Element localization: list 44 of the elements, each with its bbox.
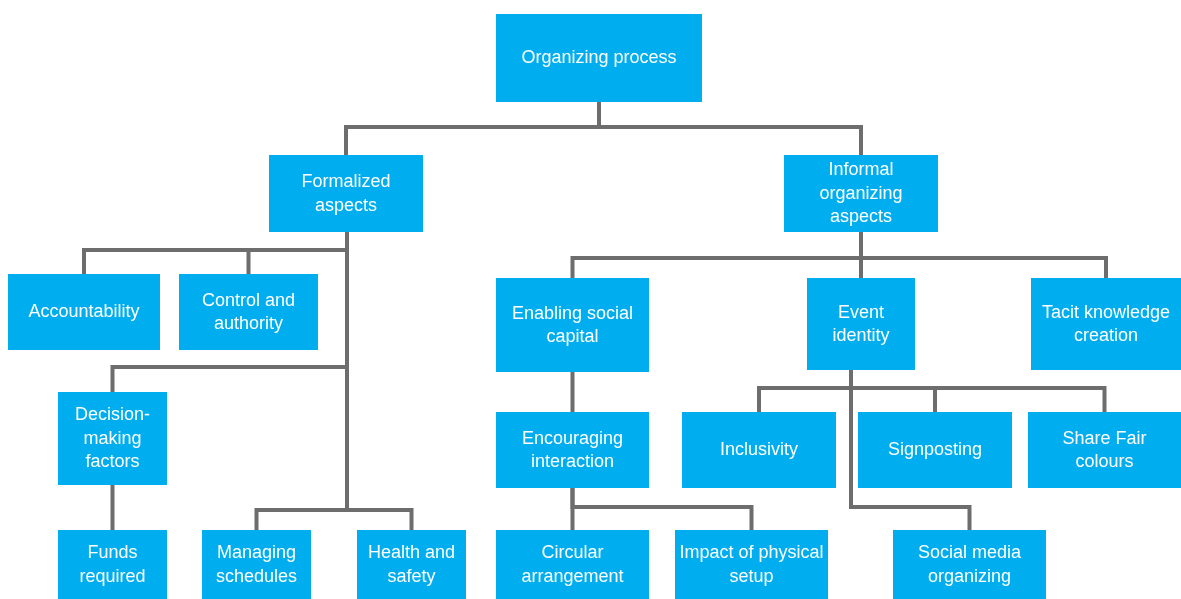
process-box bbox=[1028, 412, 1181, 488]
connector-line bbox=[345, 232, 414, 530]
node-label: Social media organizing bbox=[916, 541, 1023, 588]
connector-line bbox=[110, 485, 115, 530]
node-label: Enabling social capital bbox=[510, 301, 635, 348]
process-box bbox=[1031, 278, 1181, 370]
node-label: Organizing process bbox=[521, 46, 677, 70]
node-label: Accountability bbox=[28, 300, 140, 324]
process-box bbox=[179, 274, 318, 350]
process-box bbox=[202, 530, 311, 599]
node-label: Managing schedules bbox=[214, 541, 299, 588]
process-box bbox=[784, 155, 938, 232]
node-label: Informal organizing aspects bbox=[818, 158, 904, 229]
node-label: Event identity bbox=[831, 300, 891, 347]
node-label: Signposting bbox=[887, 438, 983, 462]
node-label: Inclusivity bbox=[720, 438, 798, 462]
node-label: Health and safety bbox=[366, 541, 457, 588]
process-box bbox=[496, 14, 702, 102]
connector-line bbox=[859, 232, 1108, 278]
node-label: Formalized aspects bbox=[300, 170, 392, 217]
process-box bbox=[58, 392, 167, 485]
node-label: Decision-making factors bbox=[74, 403, 151, 474]
connector-line bbox=[849, 370, 972, 530]
process-box bbox=[675, 530, 828, 599]
process-box bbox=[858, 412, 1012, 488]
process-box bbox=[496, 412, 649, 488]
process-box bbox=[269, 155, 423, 232]
node-label: Impact of physical setup bbox=[679, 541, 824, 588]
process-box bbox=[893, 530, 1046, 599]
node-label: Share Fair colours bbox=[1061, 426, 1148, 473]
node-label: Tacit knowledge creation bbox=[1040, 300, 1172, 347]
process-box bbox=[8, 274, 160, 350]
node-label: Circular arrangement bbox=[520, 541, 625, 588]
process-box bbox=[496, 530, 649, 599]
process-box bbox=[58, 530, 167, 599]
node-label: Encouraging interaction bbox=[520, 426, 625, 473]
connector-line bbox=[570, 488, 754, 530]
node-label: Funds required bbox=[78, 541, 147, 588]
process-box bbox=[682, 412, 836, 488]
process-box bbox=[357, 530, 466, 599]
connector-line bbox=[570, 372, 575, 412]
process-box bbox=[496, 278, 649, 372]
node-label: Control and authority bbox=[200, 288, 297, 335]
process-box bbox=[807, 278, 915, 370]
